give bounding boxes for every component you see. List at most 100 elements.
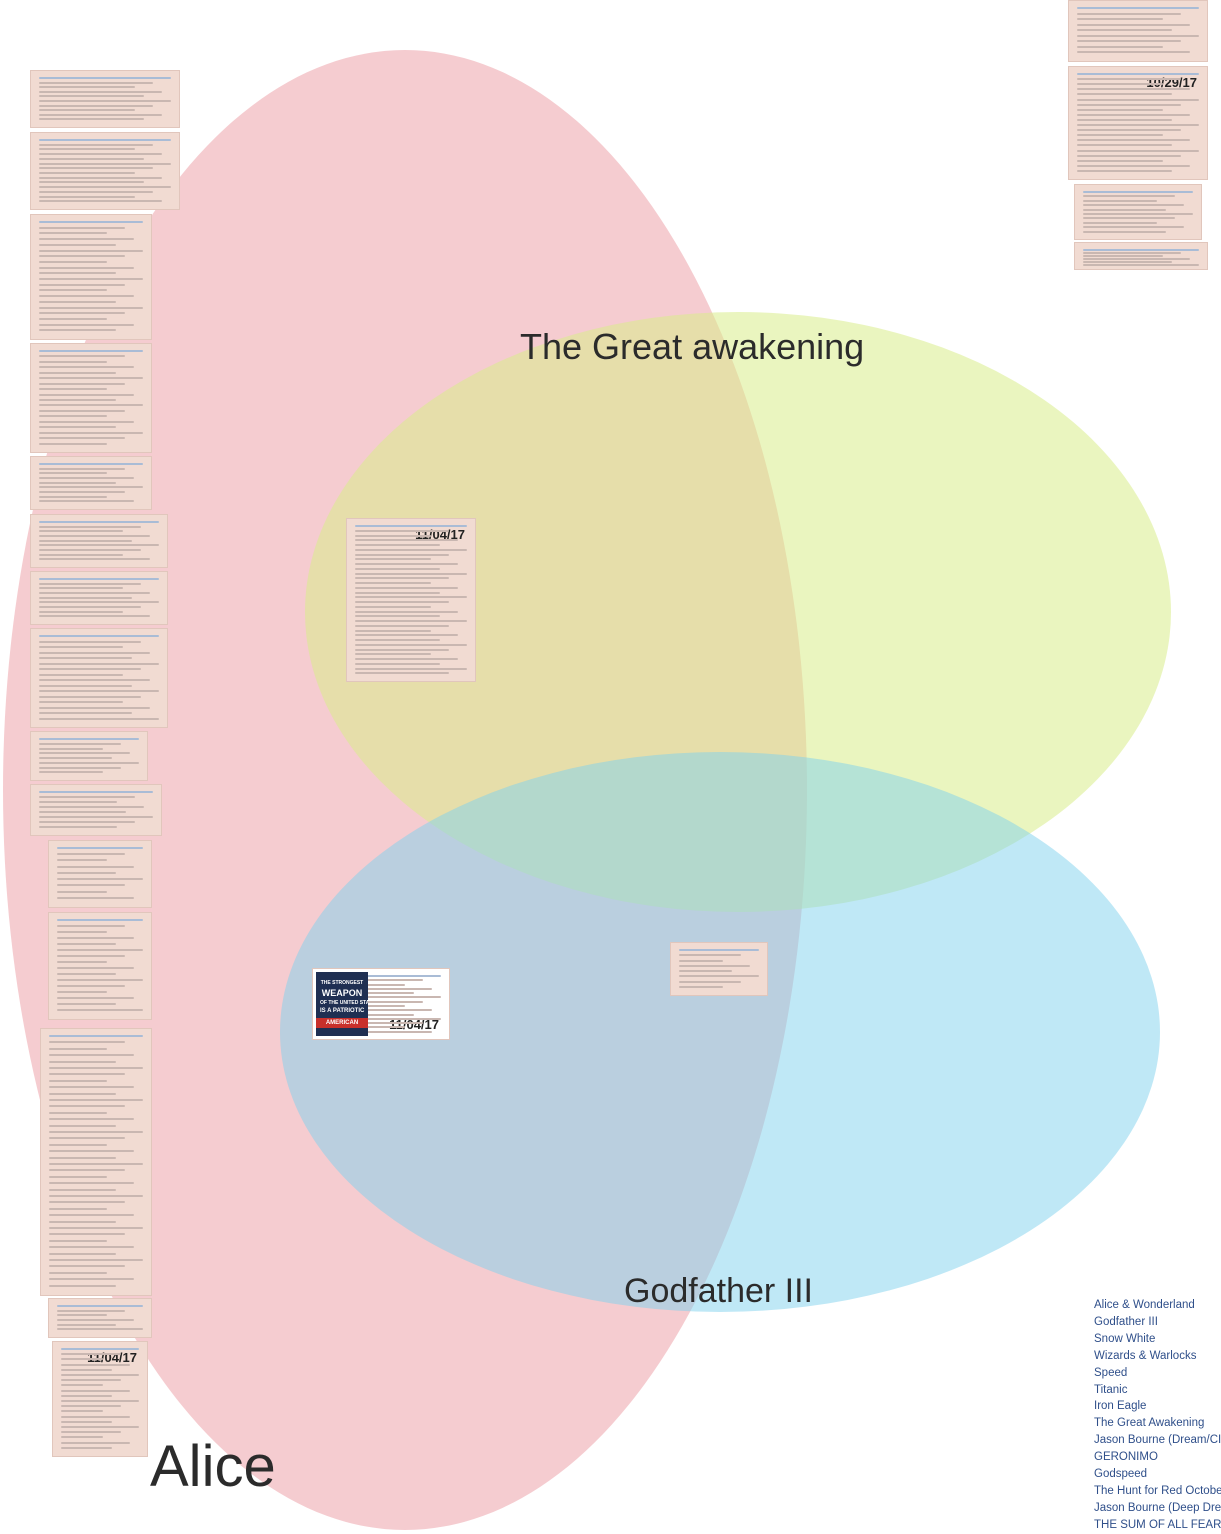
post-text-line bbox=[39, 360, 107, 363]
post-text-line bbox=[49, 1220, 116, 1223]
post-text-line bbox=[1077, 88, 1190, 91]
post-text-line bbox=[39, 243, 116, 246]
legend-item: Speed bbox=[1094, 1366, 1128, 1379]
post-text-line bbox=[1083, 217, 1175, 220]
post-text-line bbox=[61, 1348, 139, 1350]
post-text-line bbox=[1077, 149, 1199, 152]
post-text-line bbox=[1077, 108, 1163, 111]
post-text-line bbox=[39, 415, 107, 418]
post-text-line bbox=[39, 226, 125, 229]
post-text-line bbox=[49, 1156, 116, 1159]
post-text-line bbox=[49, 1118, 134, 1121]
post-text-line bbox=[39, 366, 134, 369]
post-text-line bbox=[39, 549, 141, 551]
post-text-line bbox=[355, 667, 467, 670]
post-text-line bbox=[61, 1405, 121, 1408]
post-text-line bbox=[1083, 252, 1181, 254]
post-text-line bbox=[1077, 45, 1163, 48]
post-text-line bbox=[39, 472, 107, 475]
post-text-line bbox=[39, 186, 171, 189]
post-text-line bbox=[61, 1431, 121, 1434]
post-text-line bbox=[39, 153, 162, 156]
legend-item: Jason Bourne (Deep Dream) bbox=[1094, 1501, 1221, 1514]
post-thumbnail bbox=[1074, 242, 1208, 270]
post-text-line bbox=[1083, 221, 1157, 224]
post-date: 11/04/17 bbox=[389, 1017, 439, 1032]
post-text-line bbox=[39, 86, 135, 89]
post-text-line bbox=[355, 596, 467, 599]
post-text-line bbox=[1077, 139, 1190, 142]
post-text-line bbox=[39, 266, 134, 269]
post-text-line bbox=[39, 329, 116, 332]
post-text-line bbox=[355, 558, 431, 561]
post-text-line bbox=[39, 118, 144, 121]
post-thumbnail bbox=[48, 912, 152, 1020]
post-text-line bbox=[39, 806, 144, 808]
legend-item: THE SUM OF ALL FEARS bbox=[1094, 1518, 1221, 1531]
post-text-line bbox=[39, 657, 132, 659]
post-text-line bbox=[57, 884, 125, 887]
post-text-line bbox=[39, 558, 150, 561]
post-text-line bbox=[39, 393, 134, 396]
post-text-line bbox=[39, 238, 134, 241]
post-text-line bbox=[1077, 144, 1172, 147]
post-text-line bbox=[61, 1358, 103, 1361]
post-text-line bbox=[355, 601, 449, 603]
godfather-label: Godfather III bbox=[624, 1272, 813, 1310]
post-text-line bbox=[355, 643, 467, 646]
post-text-line bbox=[57, 973, 116, 975]
post-text-line bbox=[39, 249, 143, 252]
post-text-line bbox=[39, 77, 171, 79]
post-text-line bbox=[1077, 12, 1181, 15]
post-text-line bbox=[355, 620, 467, 622]
post-text-line bbox=[39, 190, 153, 193]
post-thumbnail: 10/29/17 bbox=[1068, 66, 1208, 180]
post-text-line bbox=[355, 639, 440, 641]
book-cover-line: IS A PATRIOTIC bbox=[320, 1008, 365, 1014]
post-text-line bbox=[39, 610, 123, 613]
post-text-line bbox=[39, 404, 143, 407]
post-text-line bbox=[39, 796, 135, 798]
post-text-line bbox=[1077, 93, 1172, 96]
post-text-line bbox=[49, 1137, 125, 1140]
post-text-line bbox=[57, 967, 134, 969]
post-thumbnail bbox=[30, 784, 162, 836]
book-cover-line: OF THE UNITED STATES bbox=[320, 1000, 368, 1006]
post-text-line bbox=[1083, 230, 1166, 233]
post-text-line bbox=[39, 791, 153, 793]
post-text-line bbox=[1083, 261, 1172, 263]
post-thumbnail bbox=[30, 343, 152, 453]
post-text-line bbox=[355, 567, 440, 570]
post-text-line bbox=[49, 1278, 134, 1281]
post-text-line bbox=[39, 95, 144, 98]
post-text-line bbox=[39, 582, 141, 585]
post-text-line bbox=[61, 1379, 121, 1382]
post-text-line bbox=[39, 306, 143, 309]
post-text-line bbox=[57, 961, 107, 963]
post-text-line bbox=[1077, 51, 1190, 54]
post-text-line bbox=[39, 535, 150, 537]
post-thumbnail bbox=[30, 456, 152, 510]
legend-item: Jason Bourne (Dream/CIA) bbox=[1094, 1434, 1221, 1447]
post-text-line bbox=[39, 221, 143, 223]
post-text-line bbox=[49, 1175, 107, 1178]
post-text-line bbox=[39, 295, 134, 298]
post-text-line bbox=[1083, 191, 1193, 193]
post-text-line bbox=[1083, 195, 1175, 198]
post-text-line bbox=[39, 606, 141, 608]
post-text-line bbox=[61, 1368, 112, 1371]
post-text-line bbox=[39, 437, 125, 440]
post-text-line bbox=[1077, 103, 1181, 106]
post-text-line bbox=[49, 1035, 143, 1037]
post-text-line bbox=[39, 81, 153, 84]
post-text-line bbox=[39, 712, 132, 714]
post-text-line bbox=[49, 1054, 134, 1057]
post-text-line bbox=[57, 919, 143, 921]
legend-item: The Hunt for Red October bbox=[1094, 1484, 1221, 1497]
post-text-line bbox=[355, 563, 458, 565]
post-text-line bbox=[355, 624, 449, 627]
post-text-line bbox=[57, 1328, 143, 1331]
post-text-line bbox=[39, 477, 134, 479]
post-text-line bbox=[39, 615, 150, 618]
post-text-line bbox=[39, 495, 107, 498]
